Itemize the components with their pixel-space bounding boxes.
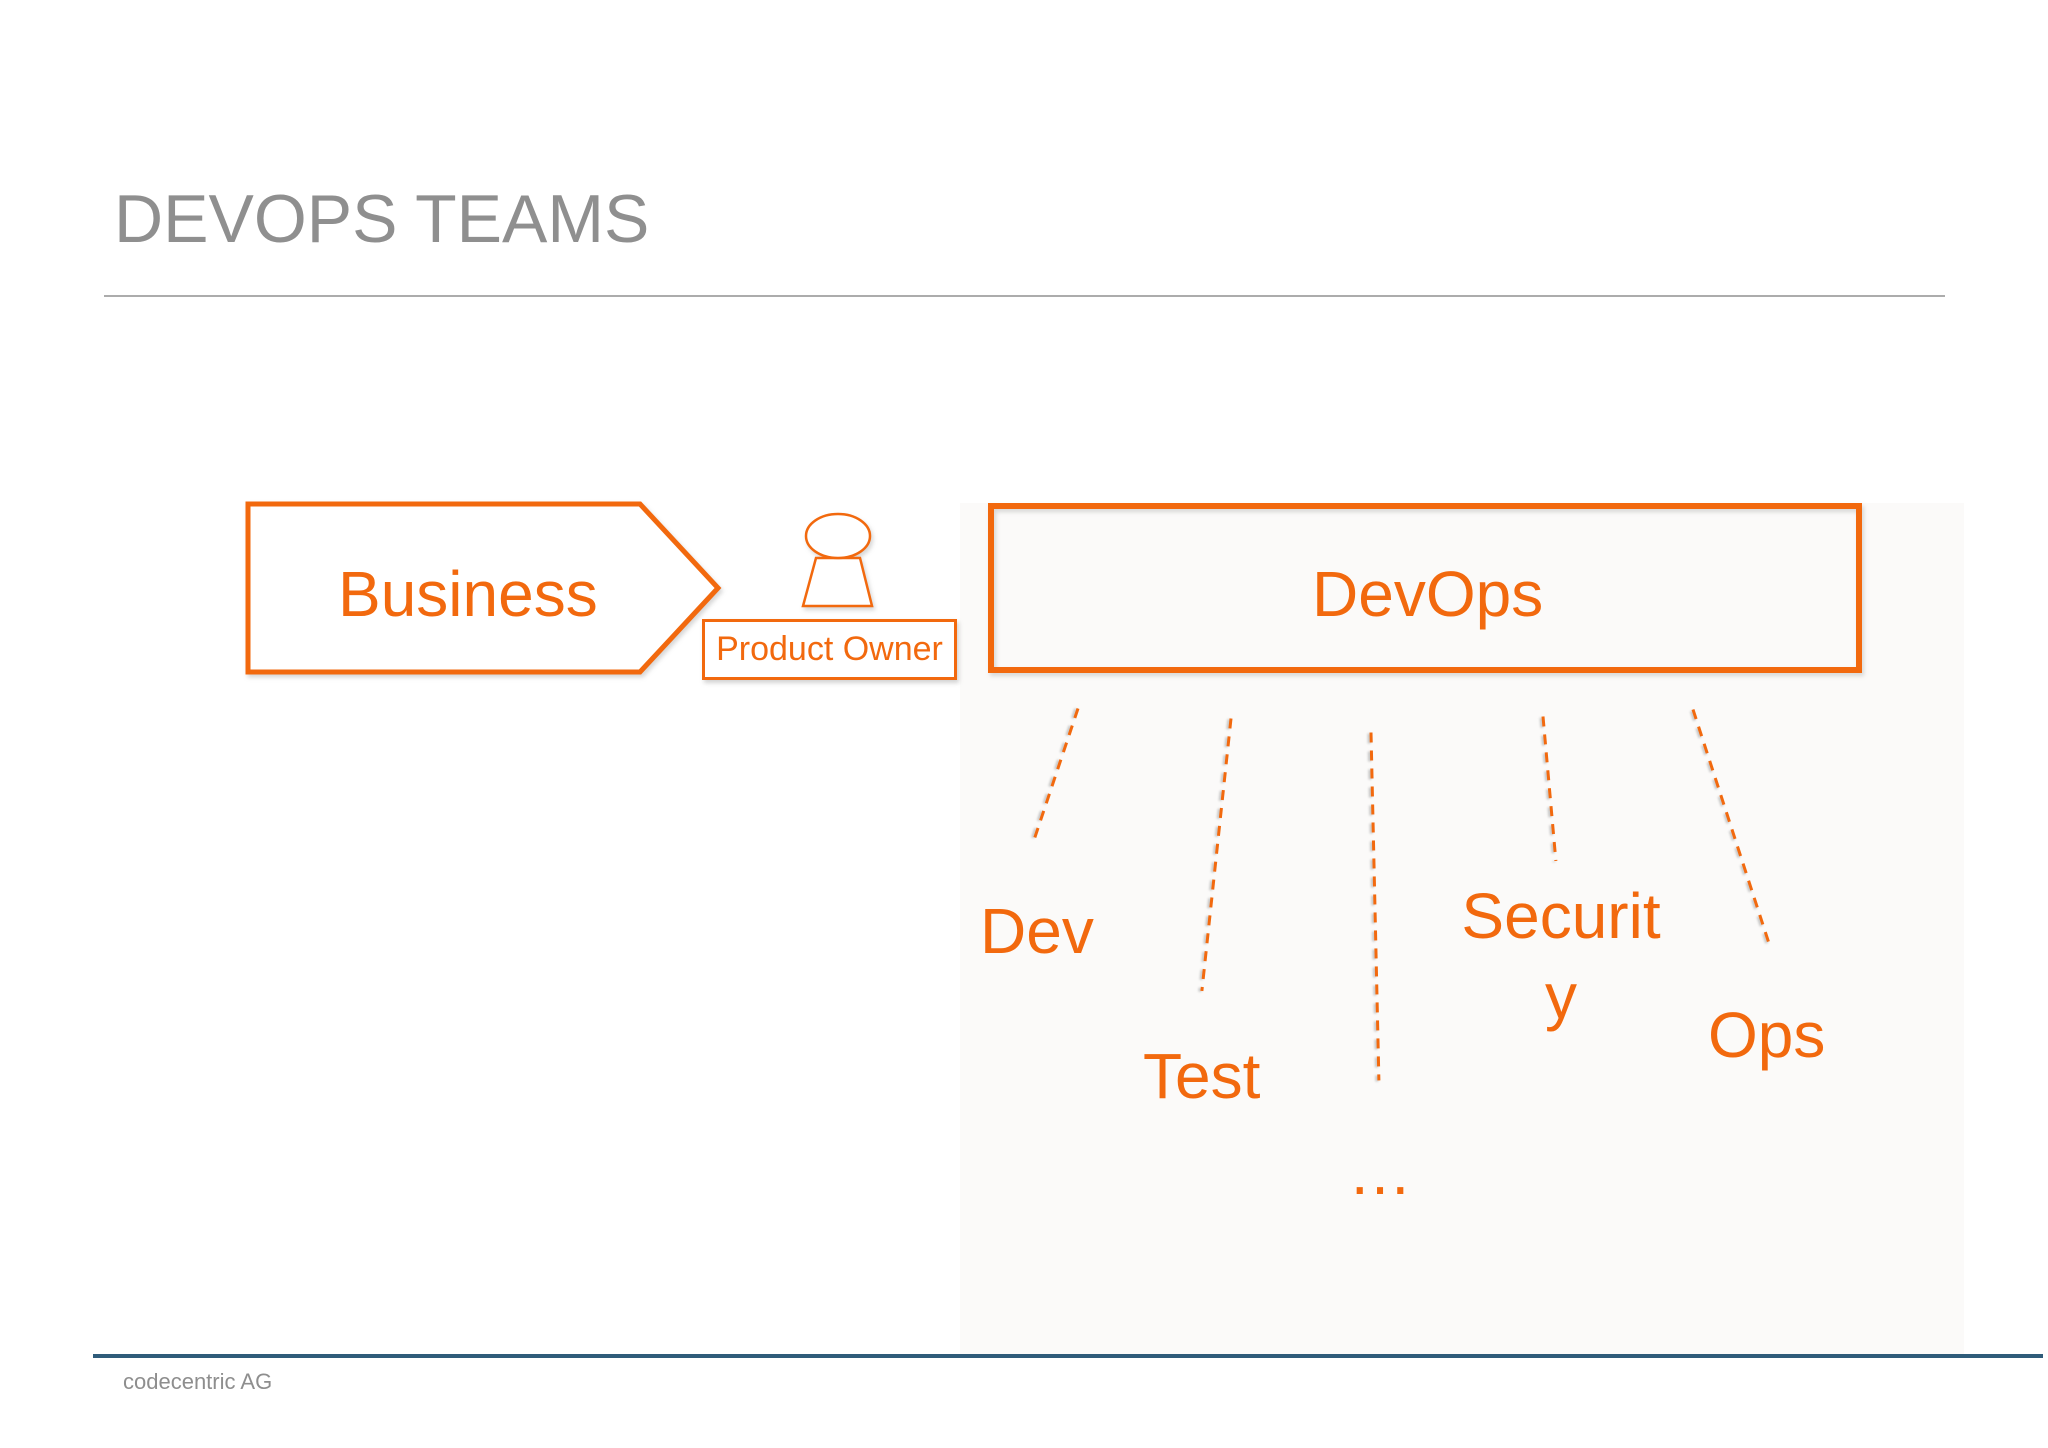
team-label-test: Test (1143, 1040, 1261, 1112)
title-divider (104, 295, 1945, 297)
slide-title: DEVOPS TEAMS (114, 181, 650, 257)
team-label-security: Security (1461, 880, 1661, 1032)
business-arrow-shape (245, 501, 722, 675)
devops-label: DevOps (1312, 558, 1544, 630)
product-owner-label: Product Owner (716, 630, 943, 668)
team-label-dev: Dev (980, 895, 1094, 967)
product-owner-box: Product Owner (702, 619, 957, 680)
background-panel (960, 503, 1964, 1355)
person-head-icon (804, 512, 872, 560)
business-label: Business (338, 558, 598, 630)
team-label-ops: Ops (1708, 999, 1826, 1071)
footer-company-label: codecentric AG (123, 1369, 273, 1394)
devops-box (988, 503, 1862, 673)
person-icon (801, 556, 874, 608)
team-label-more: … (1348, 1136, 1412, 1208)
footer-divider (93, 1354, 2043, 1358)
